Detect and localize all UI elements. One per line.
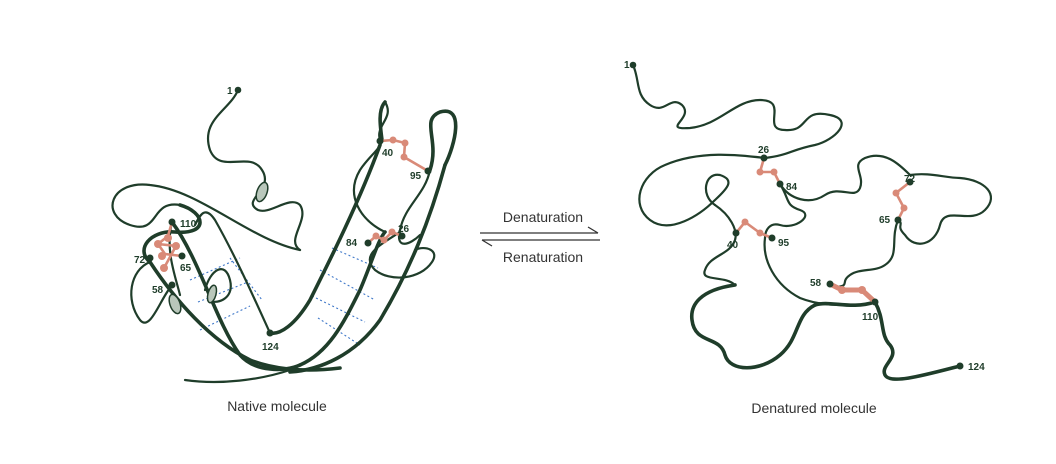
denatured-label-95: 95 [778, 238, 790, 249]
native-label-95: 95 [410, 171, 422, 182]
native-label-40: 40 [382, 148, 394, 159]
denatured-label-84: 84 [786, 182, 798, 193]
native-label-65: 65 [180, 263, 192, 274]
forward-arrow [480, 226, 599, 234]
denatured-label-40: 40 [727, 240, 739, 251]
reverse-arrow [481, 239, 600, 247]
denatured-label-110: 110 [862, 312, 879, 323]
native-label-58: 58 [152, 285, 164, 296]
native-label-84: 84 [346, 238, 358, 249]
native-residue-labels: 1 40 95 84 26 110 72 65 58 124 [134, 86, 422, 353]
denatured-label-72: 72 [904, 174, 916, 185]
native-label-72: 72 [134, 255, 146, 266]
denatured-label-124: 124 [968, 362, 985, 373]
renaturation-label: Renaturation [503, 249, 583, 265]
native-label-124: 124 [262, 342, 279, 353]
native-label-110: 110 [180, 219, 197, 230]
denatured-residue-markers [629, 61, 964, 370]
native-label-1: 1 [227, 86, 233, 97]
native-label-26: 26 [398, 224, 410, 235]
native-caption: Native molecule [227, 398, 327, 414]
denatured-label-58: 58 [810, 278, 822, 289]
native-residue-markers [146, 86, 432, 337]
equilibrium-arrows: Denaturation Renaturation [480, 209, 600, 265]
denatured-molecule: 1 26 84 72 65 40 95 58 110 124 Denatured… [624, 60, 992, 416]
native-molecule: 1 40 95 84 26 110 72 65 58 124 Native mo… [111, 86, 458, 414]
denatured-chain [631, 63, 992, 381]
denatured-label-1: 1 [624, 60, 630, 71]
native-chain [111, 88, 458, 384]
denatured-caption: Denatured molecule [751, 400, 877, 416]
denatured-disulfide-bridges [734, 157, 911, 304]
denaturation-label: Denaturation [503, 209, 583, 225]
denatured-residue-labels: 1 26 84 72 65 40 95 58 110 124 [624, 60, 985, 373]
denatured-label-26: 26 [758, 145, 770, 156]
denatured-label-65: 65 [879, 215, 891, 226]
native-disulfide-bridges [154, 136, 429, 272]
